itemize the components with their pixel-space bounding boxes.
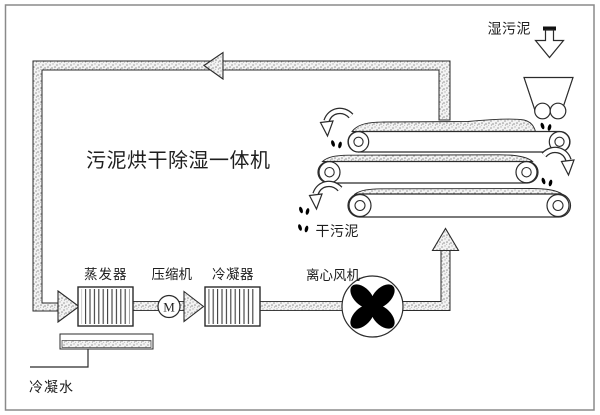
airflow-arrow-left-icon (203, 51, 224, 81)
diagram-title: 污泥烘干除湿一体机 (86, 149, 271, 172)
sludge-layer-2 (321, 154, 534, 162)
feed-hopper (523, 76, 574, 120)
curved-arrow-conveyor3-icon (308, 180, 343, 211)
motor-label: M (163, 300, 175, 315)
airflow-arrow-condenser-icon (183, 290, 205, 323)
roller (318, 161, 341, 184)
roller (347, 131, 370, 153)
airflow-arrow-evaporator-icon (57, 289, 80, 324)
condensate-drain-pipe (30, 349, 89, 368)
duct-evaporator-to-compressor (132, 301, 160, 311)
wet-sludge-label: 湿污泥 (488, 22, 532, 38)
sludge-drops-conveyor2-icon (541, 177, 553, 187)
compressor-motor: M (157, 294, 181, 319)
hopper-roller (549, 102, 567, 120)
condensate-water-label: 冷凝水 (29, 380, 74, 396)
hopper-roller (534, 102, 551, 120)
sludge-layer-3 (353, 188, 564, 195)
condensate-tray (59, 333, 154, 350)
centrifugal-fan (341, 275, 404, 338)
dry-sludge-label: 干污泥 (316, 224, 360, 240)
sludge-drops-conveyor1-icon (331, 140, 342, 149)
roller (515, 161, 538, 184)
roller (546, 193, 570, 218)
condenser-label: 冷凝器 (212, 267, 254, 282)
evaporator-coil-icon (81, 289, 130, 324)
evaporator-label: 蒸发器 (84, 267, 128, 282)
condenser-coil-icon (208, 289, 257, 324)
sludge-layer-1 (351, 118, 537, 132)
wet-sludge-feed-arrow-icon (534, 26, 565, 59)
fan-blades-icon (350, 284, 395, 329)
curved-arrow-conveyor2-icon (541, 146, 575, 177)
conveyor-belt-3 (347, 188, 572, 218)
condenser-box (204, 286, 261, 327)
centrifugal-fan-label: 离心风机 (306, 267, 360, 283)
roller (348, 193, 372, 218)
conveyor-belt-2 (317, 154, 539, 184)
conveyor-belt-1 (347, 118, 571, 153)
sludge-drops-dry-upper-icon (299, 206, 310, 215)
curved-arrow-conveyor1-icon (319, 107, 354, 138)
sludge-drops-dry-lower-icon (298, 224, 309, 233)
airflow-arrow-up-icon (431, 227, 460, 252)
sludge-drops-hopper-icon (540, 122, 552, 131)
compressor-label: 压缩机 (152, 267, 193, 282)
evaporator-box (77, 286, 134, 327)
